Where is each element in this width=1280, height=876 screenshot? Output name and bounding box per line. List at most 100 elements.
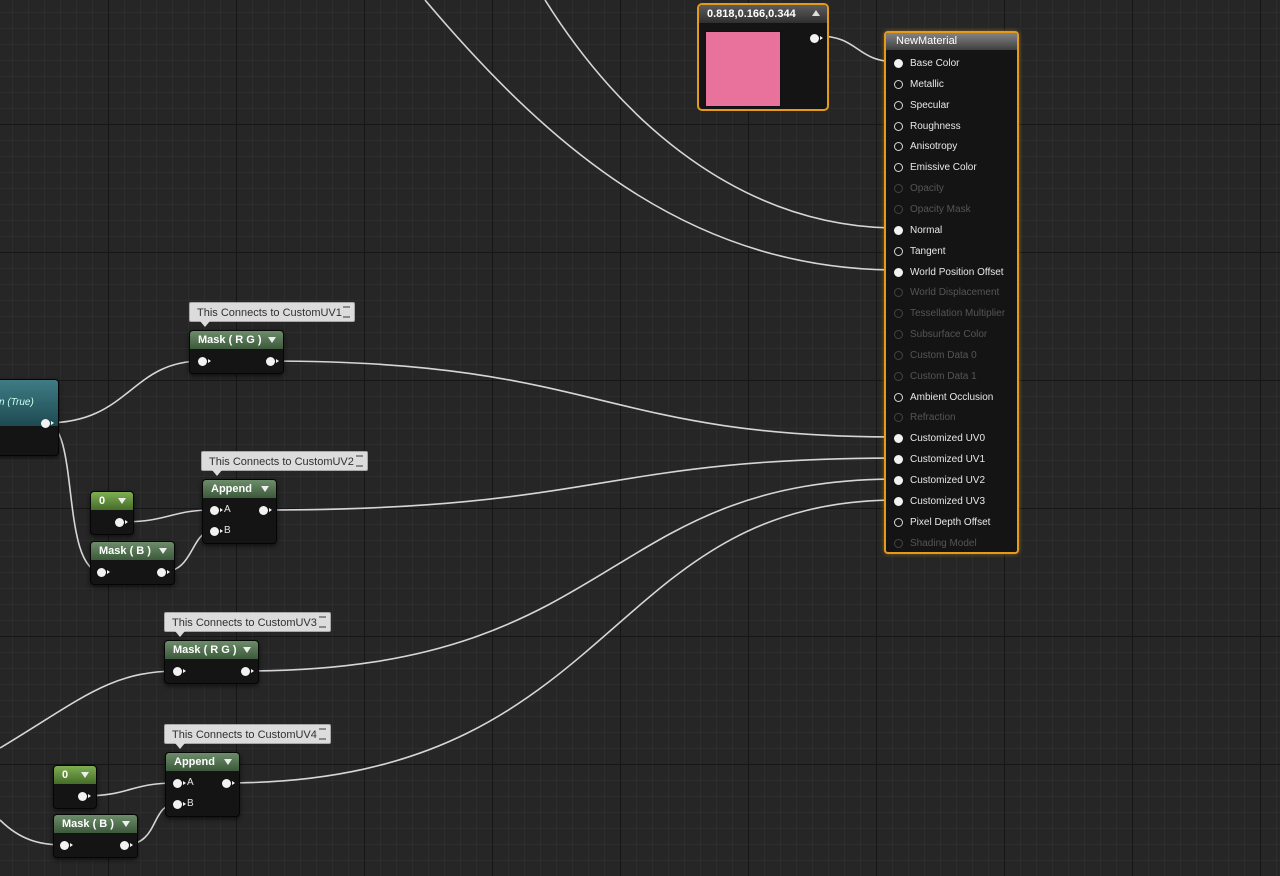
material-input-pin[interactable]: [894, 184, 903, 194]
static-switch-header: n (True): [0, 380, 58, 426]
mask-b-node[interactable]: Mask ( B ): [53, 814, 138, 858]
material-input-label: Customized UV1: [910, 454, 986, 466]
append-input-a-pin[interactable]: [173, 779, 186, 788]
comment-bubble[interactable]: This Connects to CustomUV2: [201, 451, 368, 476]
collapse-arrow-icon[interactable]: [812, 10, 820, 16]
chevron-down-icon[interactable]: [81, 772, 89, 778]
material-input-label: World Position Offset: [910, 266, 1004, 278]
material-input-pin[interactable]: [894, 204, 903, 214]
chevron-down-icon[interactable]: [122, 821, 130, 827]
material-input-pin[interactable]: [894, 142, 903, 152]
material-input-pin[interactable]: [894, 538, 903, 548]
material-input-pin[interactable]: [894, 392, 903, 402]
comment-text: This Connects to CustomUV2: [209, 456, 354, 468]
constant-output-pin[interactable]: [78, 792, 91, 801]
mask-output-pin[interactable]: [157, 568, 170, 577]
material-input-label: Normal: [910, 224, 943, 236]
material-input-label: Subsurface Color: [910, 329, 988, 341]
static-switch-output-pin[interactable]: [41, 419, 54, 428]
mask-node-title: Mask ( R G ): [198, 334, 262, 346]
material-input-pin[interactable]: [894, 350, 903, 360]
mask-b-node[interactable]: Mask ( B ): [90, 541, 175, 585]
material-input-pin[interactable]: [894, 309, 903, 319]
color-node-header[interactable]: 0.818,0.166,0.344: [699, 5, 827, 23]
comment-bubble[interactable]: This Connects to CustomUV4: [164, 724, 331, 749]
material-input-pin[interactable]: [894, 413, 903, 423]
comment-bubble[interactable]: This Connects to CustomUV3: [164, 612, 331, 637]
material-input-pin[interactable]: [894, 79, 903, 89]
constant-output-pin[interactable]: [115, 518, 128, 527]
append-input-a-pin[interactable]: [210, 506, 223, 515]
material-input-pin[interactable]: [894, 330, 903, 340]
comment-menu-icon[interactable]: [319, 728, 326, 740]
comment-text: This Connects to CustomUV3: [172, 617, 317, 629]
material-input-label: Custom Data 0: [910, 349, 977, 361]
chevron-down-icon[interactable]: [159, 548, 167, 554]
comment-text: This Connects to CustomUV4: [172, 729, 317, 741]
material-input-pin[interactable]: [894, 121, 903, 131]
material-input-pin[interactable]: [894, 59, 903, 68]
append-node[interactable]: Append A B: [165, 752, 240, 817]
material-input-pin[interactable]: [894, 246, 903, 256]
constant-node[interactable]: 0: [90, 491, 134, 535]
material-input-label: Shading Model: [910, 537, 977, 549]
append-input-b-pin[interactable]: [210, 527, 223, 536]
mask-output-pin[interactable]: [266, 357, 279, 366]
material-input-pin[interactable]: [894, 371, 903, 381]
comment-menu-icon[interactable]: [343, 306, 350, 318]
mask-input-pin[interactable]: [198, 357, 211, 366]
material-input-pin[interactable]: [894, 267, 903, 277]
constant-node-header: 0: [54, 766, 96, 784]
static-switch-title: n (True): [0, 397, 34, 408]
pin-label-b: B: [187, 798, 194, 809]
mask-node-header: Mask ( R G ): [165, 641, 258, 659]
material-input-label: Base Color: [910, 58, 960, 69]
color-swatch[interactable]: [705, 31, 781, 107]
chevron-down-icon[interactable]: [268, 337, 276, 343]
material-input-pin[interactable]: [894, 100, 903, 110]
comment-menu-icon[interactable]: [356, 455, 363, 467]
mask-input-pin[interactable]: [97, 568, 110, 577]
chevron-down-icon[interactable]: [118, 498, 126, 504]
material-input-pin[interactable]: [894, 496, 903, 506]
comment-bubble[interactable]: This Connects to CustomUV1: [189, 302, 355, 327]
static-switch-node[interactable]: n (True): [0, 379, 59, 456]
chevron-down-icon[interactable]: [261, 486, 269, 492]
constant-node[interactable]: 0: [53, 765, 97, 809]
material-input-pin[interactable]: [894, 434, 903, 444]
append-input-b-pin[interactable]: [173, 800, 186, 809]
append-node-title: Append: [174, 756, 215, 768]
material-input-pin[interactable]: [894, 225, 903, 235]
comment-menu-icon[interactable]: [319, 616, 326, 628]
wire-mask-rg-1-to-uv0: [269, 360, 899, 438]
color-output-pin[interactable]: [810, 34, 823, 43]
material-input-label: Tangent: [910, 245, 946, 257]
chevron-down-icon[interactable]: [243, 647, 251, 653]
color-node-title: 0.818,0.166,0.344: [707, 8, 796, 20]
material-input-label: Ambient Occlusion: [910, 391, 994, 403]
chevron-down-icon[interactable]: [224, 759, 232, 765]
mask-input-pin[interactable]: [173, 667, 186, 676]
material-input-pin[interactable]: [894, 476, 903, 485]
material-input-label: Opacity Mask: [910, 203, 971, 215]
material-input-pin[interactable]: [894, 163, 903, 173]
color-constant-node[interactable]: 0.818,0.166,0.344: [697, 3, 829, 111]
append-output-pin[interactable]: [259, 506, 272, 515]
mask-node-title: Mask ( B ): [62, 818, 114, 830]
constant-node-value: 0: [99, 495, 106, 507]
mask-node-header: Mask ( B ): [91, 542, 174, 560]
wire-left-to-mask-rg-2: [0, 670, 178, 749]
mask-rg-node[interactable]: Mask ( R G ): [164, 640, 259, 684]
mask-input-pin[interactable]: [60, 841, 73, 850]
material-input-label: Custom Data 1: [910, 370, 977, 382]
material-input-pin[interactable]: [894, 517, 903, 527]
mask-rg-node[interactable]: Mask ( R G ): [189, 330, 284, 374]
mask-output-pin[interactable]: [120, 841, 133, 850]
material-input-label: Refraction: [910, 412, 956, 424]
append-output-pin[interactable]: [222, 779, 235, 788]
material-input-pin[interactable]: [894, 455, 903, 465]
append-node[interactable]: Append A B: [202, 479, 277, 544]
mask-output-pin[interactable]: [241, 667, 254, 676]
material-input-pin[interactable]: [894, 288, 903, 298]
